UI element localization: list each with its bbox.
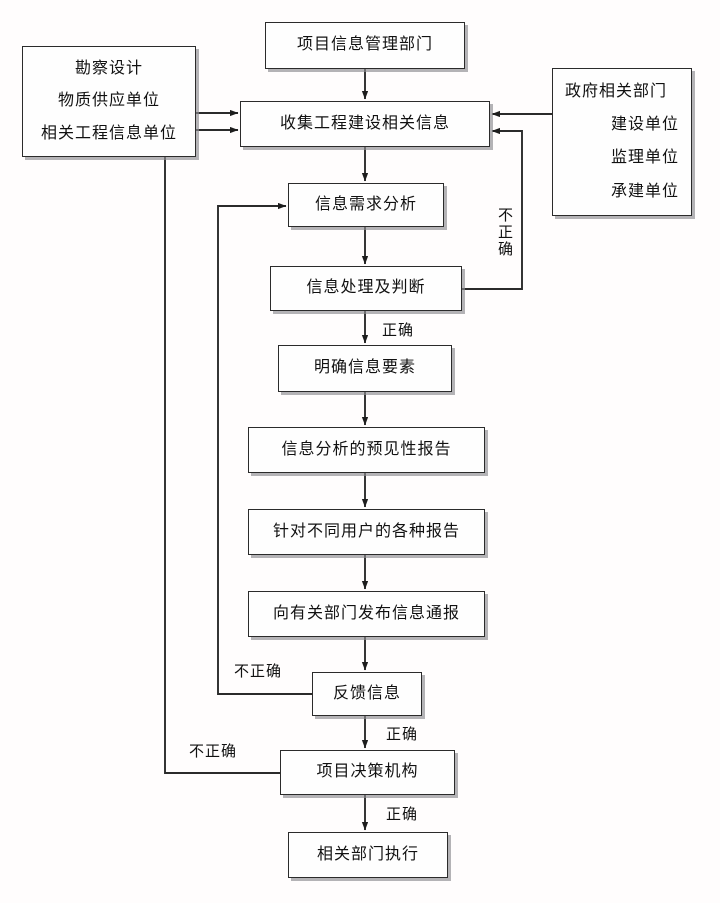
node-process-judge[interactable]: 信息处理及判断 — [270, 266, 462, 311]
edge-label-incorrect-feedback: 不正确 — [234, 664, 283, 680]
node-sources-right-line-3: 监理单位 — [610, 149, 679, 167]
node-info-mgmt-dept-label: 项目信息管理部门 — [296, 36, 433, 54]
node-sources-left-line-3: 相关工程信息单位 — [40, 124, 177, 142]
node-demand-analysis-label: 信息需求分析 — [314, 195, 417, 213]
edge-label-correct-after-decision: 正确 — [386, 807, 419, 823]
node-sources-left[interactable]: 勘察设计 物质供应单位 相关工程信息单位 — [22, 46, 196, 157]
node-predictive-report[interactable]: 信息分析的预见性报告 — [248, 427, 485, 473]
node-sources-right[interactable]: 政府相关部门 建设单位 监理单位 承建单位 — [552, 68, 692, 216]
node-process-judge-label: 信息处理及判断 — [306, 279, 426, 297]
node-publish-bulletin[interactable]: 向有关部门发布信息通报 — [248, 591, 485, 637]
node-dept-execute[interactable]: 相关部门执行 — [288, 832, 448, 878]
edge-label-incorrect-right: 不正确 — [496, 207, 512, 258]
node-user-reports[interactable]: 针对不同用户的各种报告 — [248, 509, 485, 555]
edge-label-correct-after-feedback: 正确 — [386, 727, 419, 743]
node-clarify-elements[interactable]: 明确信息要素 — [278, 345, 452, 392]
edge-label-incorrect-decision: 不正确 — [189, 744, 238, 760]
node-sources-right-line-2: 建设单位 — [610, 116, 679, 134]
node-demand-analysis[interactable]: 信息需求分析 — [288, 183, 444, 227]
edge-label-correct-after-judge: 正确 — [382, 323, 415, 339]
node-sources-right-line-4: 承建单位 — [610, 182, 679, 200]
node-feedback-info[interactable]: 反馈信息 — [312, 672, 422, 716]
node-user-reports-label: 针对不同用户的各种报告 — [272, 522, 460, 540]
node-sources-right-line-1: 政府相关部门 — [564, 82, 667, 100]
node-collect-info[interactable]: 收集工程建设相关信息 — [240, 101, 490, 147]
edge-judge-incorrect-loop — [462, 127, 523, 290]
node-decision-body[interactable]: 项目决策机构 — [280, 750, 455, 795]
node-clarify-elements-label: 明确信息要素 — [313, 359, 416, 377]
node-decision-body-label: 项目决策机构 — [316, 763, 419, 781]
node-dept-execute-label: 相关部门执行 — [316, 845, 419, 863]
node-sources-left-line-1: 勘察设计 — [74, 59, 143, 77]
node-publish-bulletin-label: 向有关部门发布信息通报 — [272, 604, 460, 622]
node-sources-left-line-2: 物质供应单位 — [57, 92, 160, 110]
node-info-mgmt-dept[interactable]: 项目信息管理部门 — [265, 22, 465, 69]
node-collect-info-label: 收集工程建设相关信息 — [279, 114, 450, 132]
node-feedback-info-label: 反馈信息 — [332, 684, 401, 702]
node-predictive-report-label: 信息分析的预见性报告 — [281, 440, 452, 458]
